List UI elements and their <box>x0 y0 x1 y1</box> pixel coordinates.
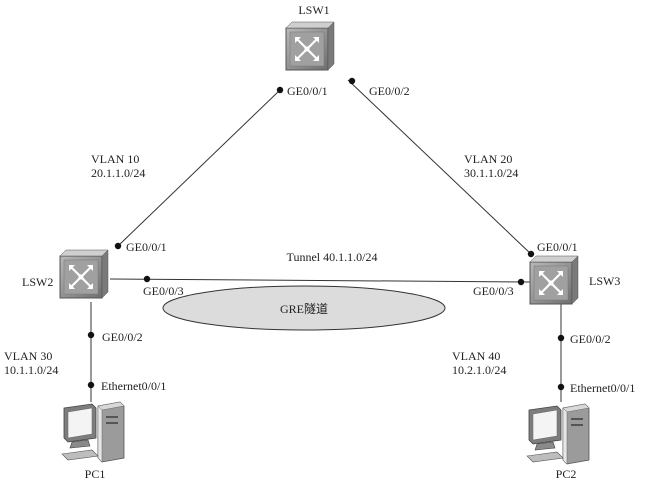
port-dot-lsw2-ge002 <box>87 331 95 339</box>
vlan10-network: 20.1.1.0/24 <box>91 166 145 180</box>
lsw2-ge001-label: GE0/0/1 <box>126 240 167 254</box>
port-dot-lsw3-ge003 <box>517 278 525 286</box>
vlan20-network: 30.1.1.0/24 <box>464 166 518 180</box>
gre-tunnel-ellipse <box>162 285 446 331</box>
vlan40-network: 10.2.1.0/24 <box>452 363 506 377</box>
lsw2-ge002-label: GE0/0/2 <box>102 330 143 344</box>
port-dot-lsw3-ge001 <box>527 250 535 258</box>
lsw3-ge003-label: GE0/0/3 <box>473 284 514 298</box>
link-lsw1-lsw3 <box>347 79 532 255</box>
pc2-eth-label: Ethernet0/0/1 <box>570 381 635 395</box>
vlan30-network: 10.1.1.0/24 <box>4 363 58 377</box>
link-lsw2-lsw3 <box>109 278 531 283</box>
pc1-label: PC1 <box>85 467 106 481</box>
port-dot-lsw2-ge001 <box>114 242 122 250</box>
gre-tunnel-label: GRE隧道 <box>280 301 328 316</box>
lsw3-ge001-label: GE0/0/1 <box>537 240 578 254</box>
port-dot-lsw1-ge002 <box>348 77 356 85</box>
pc1-computer-icon[interactable] <box>61 401 125 463</box>
lsw2-label: LSW2 <box>22 275 53 289</box>
vlan20-label: VLAN 20 <box>464 152 512 166</box>
port-dot-lsw3-ge002 <box>557 334 565 342</box>
pc1-eth-label: Ethernet0/0/1 <box>101 379 166 393</box>
lsw3-switch-icon[interactable] <box>528 254 580 306</box>
pc2-label: PC2 <box>556 467 577 481</box>
link-lsw1-lsw2 <box>117 89 281 247</box>
vlan10-label: VLAN 10 <box>91 152 139 166</box>
lsw2-switch-icon[interactable] <box>58 248 110 300</box>
lsw3-ge002-label: GE0/0/2 <box>570 332 611 346</box>
lsw1-ge001-label: GE0/0/1 <box>287 84 328 98</box>
pc2-computer-icon[interactable] <box>526 403 590 465</box>
lsw3-label: LSW3 <box>589 274 620 288</box>
lsw2-ge003-label: GE0/0/3 <box>143 284 184 298</box>
port-dot-pc1-eth <box>87 381 95 389</box>
lsw1-switch-icon[interactable] <box>284 20 336 72</box>
tunnel-label: Tunnel 40.1.1.0/24 <box>287 250 378 264</box>
vlan30-label: VLAN 30 <box>4 349 52 363</box>
vlan40-label: VLAN 40 <box>452 349 500 363</box>
lsw1-label: LSW1 <box>298 3 329 17</box>
port-dot-pc2-eth <box>557 383 565 391</box>
port-dot-lsw2-ge003 <box>143 275 151 283</box>
port-dot-lsw1-ge001 <box>276 86 284 94</box>
lsw1-ge002-label: GE0/0/2 <box>369 84 410 98</box>
